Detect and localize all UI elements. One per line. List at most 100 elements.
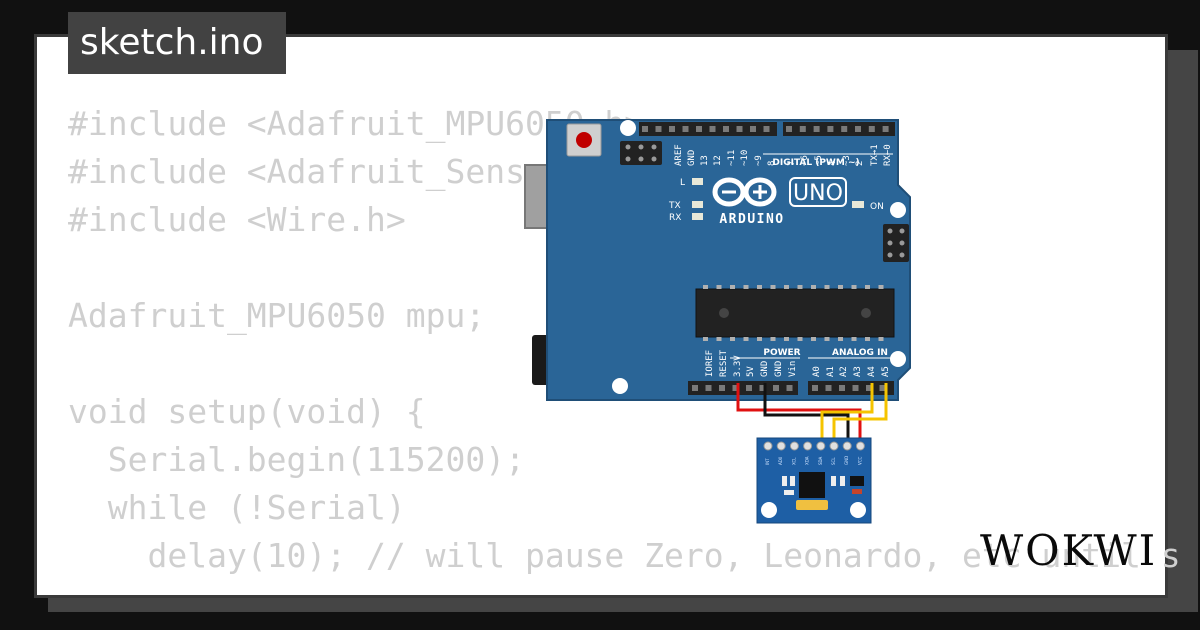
- header-pin[interactable]: [692, 385, 698, 391]
- header-pin[interactable]: [839, 385, 845, 391]
- power-header: [688, 381, 798, 395]
- header-pin[interactable]: [799, 126, 806, 132]
- power-pin-label: GND: [774, 361, 784, 377]
- power-pin-label: 5V: [746, 366, 756, 377]
- code-line: Serial.begin(115200);: [68, 440, 525, 479]
- header-pin[interactable]: [813, 126, 820, 132]
- sensor-pin-label: VCC: [857, 456, 862, 465]
- sensor-pin[interactable]: [816, 441, 826, 451]
- header-pin[interactable]: [773, 385, 779, 391]
- header-pin[interactable]: [746, 385, 752, 391]
- chip-leg: [824, 285, 830, 289]
- arduino-logo-icon: [712, 177, 777, 207]
- sensor-pin[interactable]: [789, 441, 799, 451]
- header-pin[interactable]: [759, 385, 766, 391]
- analog-label: ANALOG IN: [832, 348, 888, 358]
- file-tab[interactable]: sketch.ino: [68, 12, 286, 74]
- header-pin[interactable]: [709, 126, 716, 132]
- sensor-pin-label: SDA: [818, 456, 823, 465]
- wire-gnd: [763, 383, 850, 446]
- wokwi-logo-text: WOKWI: [980, 526, 1155, 575]
- digital-pin-label: 8: [767, 161, 777, 166]
- mount-hole: [620, 120, 636, 136]
- digital-pin-label: GND: [687, 150, 697, 166]
- wire-vcc: [736, 383, 862, 446]
- sensor-led: [852, 489, 862, 494]
- code-line: delay(10); // will pause Zero, Leonardo,…: [68, 536, 1181, 575]
- chip-legs: [703, 285, 884, 341]
- chip-leg: [757, 285, 762, 289]
- chip-leg: [784, 285, 789, 289]
- chip-leg: [716, 337, 722, 341]
- power-pin-label: RESET: [719, 349, 729, 377]
- code-line: while (!Serial): [68, 488, 406, 527]
- digital-pin-label: ~3: [842, 155, 852, 166]
- wire-scl: [832, 383, 888, 446]
- chip-leg: [811, 337, 816, 341]
- chip-leg: [743, 285, 749, 289]
- header-pin[interactable]: [879, 385, 886, 391]
- digital-pin-label: ~6: [800, 155, 810, 166]
- chip-dot: [861, 308, 871, 318]
- header-pin[interactable]: [866, 385, 872, 391]
- header-pin[interactable]: [852, 385, 859, 391]
- mount-hole: [850, 502, 866, 518]
- sensor-pin-label: SCL: [831, 457, 836, 465]
- analog-pin-label: A2: [839, 366, 849, 377]
- wires: [736, 383, 888, 446]
- header-pin[interactable]: [827, 126, 834, 132]
- chip-leg: [865, 285, 870, 289]
- chip-leg: [824, 337, 830, 341]
- analog-pin-label: A3: [853, 366, 863, 377]
- sensor-pin[interactable]: [763, 441, 773, 451]
- header-pin[interactable]: [812, 385, 818, 391]
- header-pin[interactable]: [825, 385, 832, 391]
- header-pin[interactable]: [732, 385, 739, 391]
- sensor-pin-label: AD0: [778, 456, 783, 465]
- header-pin[interactable]: [723, 126, 729, 132]
- header-pin[interactable]: [696, 126, 702, 132]
- led-tx: [692, 201, 703, 208]
- smd-components: [782, 476, 845, 495]
- header-pin[interactable]: [763, 126, 770, 132]
- header-pin[interactable]: [642, 126, 648, 132]
- chip-leg: [878, 337, 884, 341]
- header-pin[interactable]: [655, 126, 662, 132]
- sensor-pin-label: INT: [765, 458, 770, 465]
- sensor-regulator: [850, 476, 864, 486]
- header-pin[interactable]: [841, 126, 848, 132]
- header-pin[interactable]: [882, 126, 889, 132]
- sensor-pin[interactable]: [803, 441, 813, 451]
- sensor-pin[interactable]: [776, 441, 786, 451]
- wire-sda: [820, 383, 874, 446]
- header-pin[interactable]: [786, 126, 792, 132]
- header-pin[interactable]: [868, 126, 875, 132]
- header-pin[interactable]: [750, 126, 756, 132]
- digital-header-right: [783, 122, 895, 136]
- mount-hole: [612, 378, 628, 394]
- sensor-pin[interactable]: [842, 441, 852, 451]
- header-pin[interactable]: [786, 385, 793, 391]
- header-pin[interactable]: [705, 385, 712, 391]
- header-pin[interactable]: [719, 385, 725, 391]
- power-pin-label: 3.3V: [733, 355, 743, 377]
- code-editor[interactable]: #include <Adafruit_MPU6050.h> #include <…: [68, 100, 1181, 580]
- header-pin[interactable]: [855, 126, 861, 132]
- header-pin[interactable]: [736, 126, 743, 132]
- chip-leg: [838, 285, 843, 289]
- header-pin[interactable]: [669, 126, 675, 132]
- digital-pin-label: ~10: [740, 150, 750, 166]
- sensor-pin[interactable]: [855, 441, 865, 451]
- icsp-header-right: [883, 224, 909, 262]
- led-l: [692, 178, 703, 185]
- chip-leg: [851, 285, 857, 289]
- digital-pin-label: ~5: [814, 155, 824, 166]
- digital-pin-label: ~9: [754, 155, 764, 166]
- sensor-pins: [763, 441, 865, 451]
- sensor-pin[interactable]: [829, 441, 839, 451]
- chip-leg: [730, 337, 735, 341]
- sensor-crystal: [796, 500, 828, 510]
- header-pin[interactable]: [682, 126, 689, 132]
